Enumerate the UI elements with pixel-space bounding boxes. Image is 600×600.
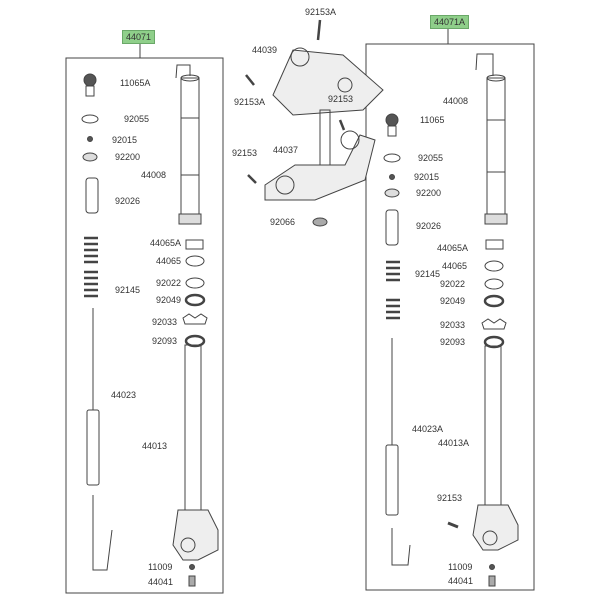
part-label[interactable]: 92022 xyxy=(156,278,182,288)
part-label[interactable]: 92093 xyxy=(152,336,178,346)
upper-triple-clamp-44039 xyxy=(245,19,384,116)
part-label[interactable]: 92055 xyxy=(124,114,150,124)
part-label[interactable]: 92153 xyxy=(232,148,258,158)
left-assembly-box xyxy=(65,57,224,594)
part-label[interactable]: 44008 xyxy=(443,96,469,106)
part-label[interactable]: 44065 xyxy=(442,261,468,271)
part-label[interactable]: 11065A xyxy=(120,78,151,88)
part-label[interactable]: 44023 xyxy=(111,390,137,400)
part-label[interactable]: 92015 xyxy=(414,172,440,182)
right-small-parts xyxy=(383,113,519,587)
part-label[interactable]: 11065 xyxy=(420,115,445,125)
part-label[interactable]: 92066 xyxy=(270,217,296,227)
part-label[interactable]: 44013A xyxy=(438,438,470,448)
assembly-tag-right[interactable]: 44071A xyxy=(430,15,470,29)
part-label[interactable]: 11009 xyxy=(148,562,173,572)
left-small-parts xyxy=(81,73,219,587)
part-label[interactable]: 92049 xyxy=(156,295,182,305)
part-label[interactable]: 92015 xyxy=(112,135,138,145)
part-label[interactable]: 92153 xyxy=(437,493,463,503)
part-label[interactable]: 92093 xyxy=(440,337,466,347)
part-label[interactable]: 44013 xyxy=(142,441,168,451)
part-label[interactable]: 92026 xyxy=(115,196,141,206)
part-label[interactable]: 92026 xyxy=(416,221,442,231)
part-label[interactable]: 44041 xyxy=(448,576,474,586)
right-assembly-box xyxy=(365,43,535,591)
lower-triple-clamp-44037 xyxy=(247,109,376,227)
part-label[interactable]: 92153A xyxy=(305,7,337,17)
part-label[interactable]: 44037 xyxy=(273,145,299,155)
part-label[interactable]: 44041 xyxy=(148,577,174,587)
part-label[interactable]: 92145 xyxy=(115,285,141,295)
part-label[interactable]: 44065 xyxy=(156,256,182,266)
part-label[interactable]: 92200 xyxy=(416,188,442,198)
part-label[interactable]: 92153A xyxy=(234,97,266,107)
part-label[interactable]: 44008 xyxy=(141,170,167,180)
part-label[interactable]: 92033 xyxy=(152,317,178,327)
part-label[interactable]: 92200 xyxy=(115,152,141,162)
part-label[interactable]: 92049 xyxy=(440,296,466,306)
part-label[interactable]: 92153 xyxy=(328,94,354,104)
part-label[interactable]: 11009 xyxy=(448,562,473,572)
part-label[interactable]: 44039 xyxy=(252,45,278,55)
part-label[interactable]: 92033 xyxy=(440,320,466,330)
part-label[interactable]: 44065A xyxy=(150,238,182,248)
left-outer-tube-44008 xyxy=(175,64,202,225)
assembly-tag-left[interactable]: 44071 xyxy=(122,30,156,44)
part-label[interactable]: 44023A xyxy=(412,424,444,434)
part-label[interactable]: 44065A xyxy=(437,243,469,253)
part-label[interactable]: 92145 xyxy=(415,269,441,279)
right-outer-tube-44008 xyxy=(475,53,508,225)
part-label[interactable]: 92022 xyxy=(440,279,466,289)
part-label[interactable]: 92055 xyxy=(418,153,444,163)
